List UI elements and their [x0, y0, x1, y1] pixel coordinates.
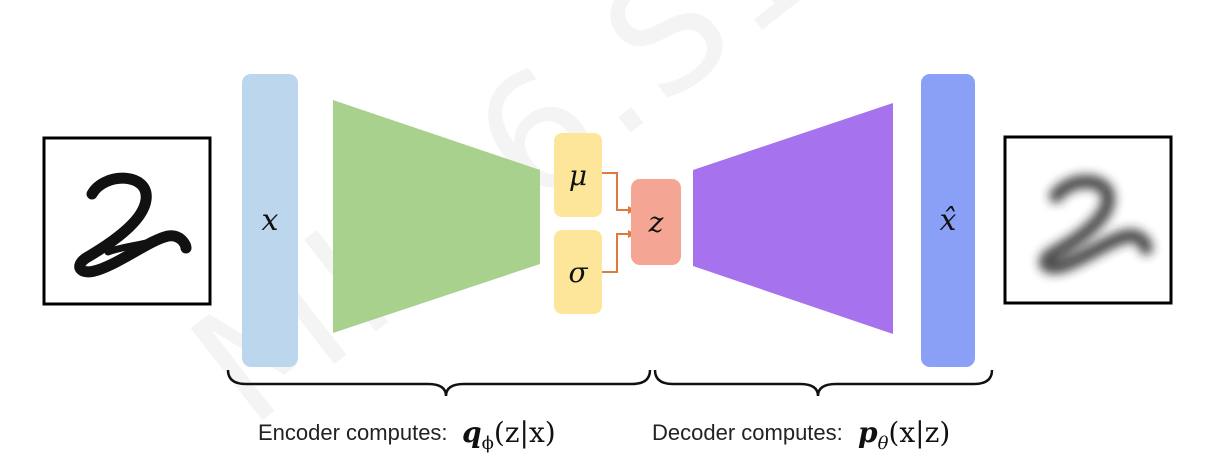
- decoder-bracket: [653, 369, 994, 397]
- encoder-caption-text: Encoder computes:: [258, 420, 448, 445]
- sigma-box: [554, 230, 602, 314]
- decoder-caption: Decoder computes: pθ(x|z): [652, 416, 950, 454]
- encoder-formula-phi: ϕ: [482, 433, 494, 454]
- sigma-arrow: [602, 233, 630, 273]
- latent-box: [631, 179, 681, 265]
- input-label: x: [262, 203, 279, 238]
- decoder-formula-theta: θ: [878, 433, 889, 454]
- encoder-formula-args: (z|x): [494, 416, 556, 449]
- encoder-caption: Encoder computes: qϕ(z|x): [258, 416, 556, 454]
- output-digit-2: [1038, 174, 1153, 274]
- sigma-label: σ: [568, 256, 588, 289]
- input-bar: [242, 74, 298, 367]
- output-image: [1003, 135, 1173, 305]
- encoder-formula-q: q: [462, 416, 482, 449]
- output-bar: [921, 74, 975, 367]
- encoder-formula: qϕ(z|x): [462, 416, 556, 454]
- latent-label: z: [648, 206, 664, 239]
- mu-box: [554, 133, 602, 217]
- input-image: [42, 136, 212, 306]
- decoder-block: [693, 103, 893, 334]
- output-image-frame: [1003, 135, 1173, 305]
- input-image-frame: [42, 136, 212, 306]
- encoder-bracket: [226, 369, 652, 397]
- mu-label: μ: [569, 159, 587, 192]
- decoder-formula: pθ(x|z): [858, 416, 950, 454]
- decoder-caption-text: Decoder computes:: [652, 420, 843, 445]
- encoder-block: [333, 100, 540, 333]
- decoder-formula-p: p: [858, 416, 878, 449]
- mu-arrow: [602, 172, 630, 211]
- decoder-formula-args: (x|z): [888, 416, 950, 449]
- output-label: x̂: [940, 203, 957, 238]
